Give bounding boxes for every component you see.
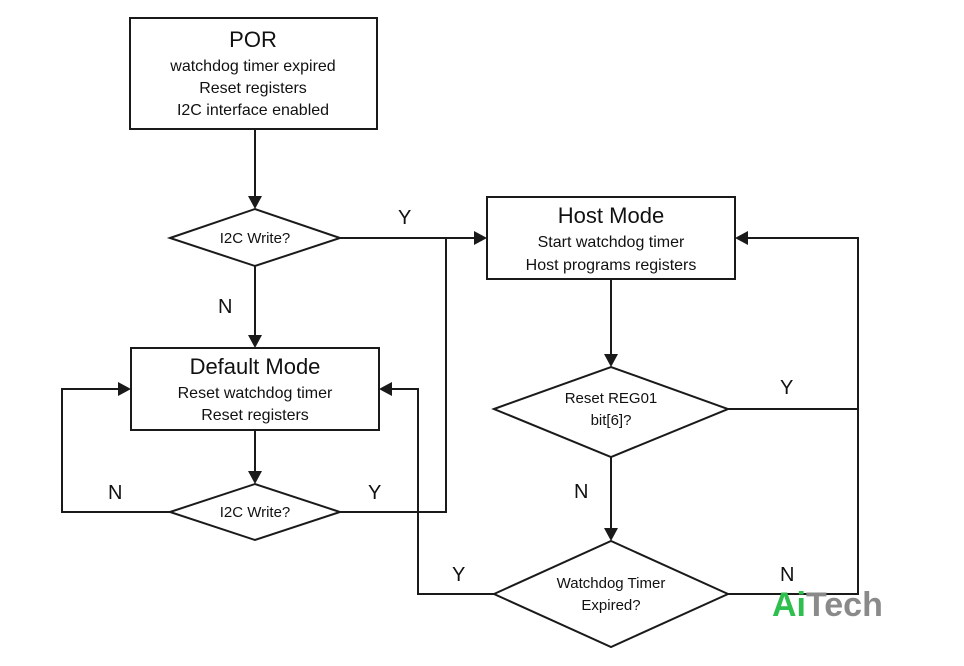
i2c-write-decision-1: I2C Write?: [166, 207, 344, 268]
edge-label-i2c2-no: N: [108, 482, 122, 504]
connector-i2c2-yes-to-host: [340, 238, 447, 513]
reset-reg01-line-1: Reset REG01: [565, 390, 658, 407]
edge-label-wdt-yes: Y: [452, 564, 465, 586]
watchdog-expired-decision: Watchdog Timer Expired?: [491, 539, 731, 649]
reset-reg01-decision: Reset REG01 bit[6]?: [491, 365, 731, 459]
host-mode-box: Host Mode Start watchdog timer Host prog…: [486, 196, 736, 280]
host-mode-line-1: Start watchdog timer: [538, 234, 685, 251]
connector-wdt-no-loop: [728, 409, 859, 595]
arrowhead-i2c1: [248, 196, 262, 209]
arrowhead-host-right: [735, 231, 748, 245]
edge-label-i2c1-no: N: [218, 296, 232, 318]
por-line-1: watchdog timer expired: [169, 58, 335, 75]
default-mode-line-1: Reset watchdog timer: [178, 385, 333, 402]
reset-reg01-diamond: [491, 365, 731, 459]
edge-label-reg01-no: N: [574, 481, 588, 503]
por-box-outline: [129, 17, 378, 130]
edge-label-i2c1-yes: Y: [398, 207, 411, 229]
arrowhead-default-top: [248, 335, 262, 348]
i2c-write-2-label: I2C Write?: [220, 504, 291, 521]
connector-reg01-yes-to-host: [728, 237, 859, 410]
arrowhead-default-left: [118, 382, 131, 396]
edge-label-wdt-no: N: [780, 564, 794, 586]
connector-i2c2-no-loop: [61, 388, 170, 513]
watchdog-expired-diamond: [491, 539, 731, 649]
arrowhead-reg01: [604, 354, 618, 367]
host-mode-box-outline: [486, 196, 736, 280]
default-mode-box: Default Mode Reset watchdog timer Reset …: [130, 347, 380, 431]
por-line-3: I2C interface enabled: [177, 102, 329, 119]
connectors: [61, 129, 859, 595]
host-mode-line-2: Host programs registers: [526, 257, 697, 274]
edge-label-i2c2-yes: Y: [368, 482, 381, 504]
watermark-part-2: Tech: [806, 586, 883, 624]
i2c-write-1-diamond: [166, 207, 344, 268]
por-title: POR: [229, 27, 277, 52]
i2c-write-1-label: I2C Write?: [220, 230, 291, 247]
por-box: POR watchdog timer expired Reset registe…: [129, 17, 378, 130]
arrowhead-wdt: [604, 528, 618, 541]
watermark-part-1: Ai: [772, 586, 806, 624]
watchdog-expired-line-2: Expired?: [581, 597, 640, 614]
aitech-watermark-logo: AiTech: [772, 586, 883, 625]
connector-wdt-yes-to-default: [392, 388, 494, 595]
arrowhead-default-right: [379, 382, 392, 396]
arrowhead-i2c2: [248, 471, 262, 484]
arrowhead-host-left: [474, 231, 487, 245]
i2c-write-2-diamond: [166, 482, 344, 542]
host-mode-title: Host Mode: [558, 203, 664, 228]
i2c-write-decision-2: I2C Write?: [166, 482, 344, 542]
edge-labels: Y N N Y Y N Y N: [108, 207, 794, 586]
default-mode-line-2: Reset registers: [201, 407, 309, 424]
default-mode-box-outline: [130, 347, 380, 431]
edge-label-reg01-yes: Y: [780, 377, 793, 399]
watchdog-expired-line-1: Watchdog Timer: [557, 575, 666, 592]
default-mode-title: Default Mode: [190, 354, 321, 379]
por-line-2: Reset registers: [199, 80, 307, 97]
reset-reg01-line-2: bit[6]?: [591, 412, 632, 429]
